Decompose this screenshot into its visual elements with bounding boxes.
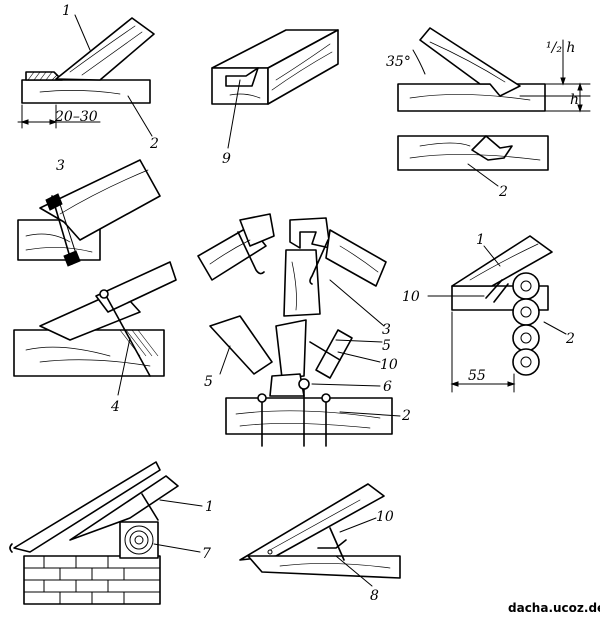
label-8: 8 (370, 588, 379, 604)
label-h: h (570, 92, 579, 108)
label-4: 4 (110, 399, 120, 415)
fig-notched-beam-end: 9 (211, 29, 339, 167)
fig-eaves-brick-wall: 1 7 (9, 461, 214, 605)
label-9: 9 (222, 151, 231, 167)
label-5b: 5 (382, 338, 391, 354)
label-2c: 2 (401, 408, 411, 424)
label-7: 7 (202, 546, 211, 562)
fig-rafter-base-bolted: 5 5 10 6 2 (204, 315, 411, 447)
label-half-h: ¹/₂ h (546, 40, 575, 56)
label-10c: 10 (376, 509, 394, 525)
fig-rafter-on-beam-dimension: 1 20–30 2 (17, 3, 159, 152)
fig-ridge-bracket: 3 (197, 213, 391, 338)
watermark-text: dacha.ucoz.de (508, 601, 600, 615)
label-1: 1 (62, 3, 71, 19)
fig-lap-joint: 2 (397, 135, 549, 200)
label-5a: 5 (204, 374, 213, 390)
label-6: 6 (383, 379, 392, 395)
fig-bolted-rafter-joint: 3 (17, 158, 161, 267)
dimension-label: 20–30 (54, 109, 98, 125)
label-1c: 1 (205, 499, 214, 515)
label-2d: 2 (565, 331, 575, 347)
fig-rafter-on-log-wall: 1 10 2 55 (402, 232, 575, 393)
label-3a: 3 (56, 158, 65, 174)
label-55: 55 (468, 368, 486, 384)
label-10b: 10 (402, 289, 420, 305)
label-10a: 10 (380, 357, 398, 373)
fig-rafter-tip-nailed: 10 8 (239, 483, 401, 604)
label-2: 2 (149, 136, 159, 152)
fig-angled-notch-joint: 35° ¹/₂ h h (386, 27, 591, 113)
label-3b: 3 (382, 322, 391, 338)
fig-strut-wire-joint: 4 (13, 261, 177, 415)
label-2b: 2 (498, 184, 508, 200)
label-35deg: 35° (386, 54, 411, 70)
label-1b: 1 (476, 232, 485, 248)
